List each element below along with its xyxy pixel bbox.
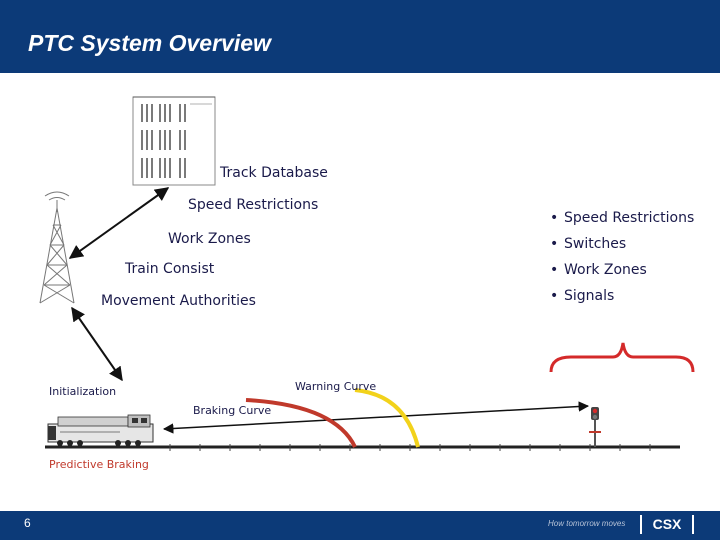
authority-extent-arrow [162,401,590,434]
warning-curve-label: Warning Curve [295,380,377,393]
list-item: Work Zones [548,262,713,278]
list-item: Speed Restrictions [548,210,713,226]
predictive-braking-label: Predictive Braking [49,458,149,471]
footer-bar [0,511,720,540]
tower-database-arrow [68,187,170,259]
railroad-track [45,444,680,451]
page-title: PTC System Overview [28,30,271,56]
braking-curve-label: Braking Curve [193,404,272,417]
tower-train-arrow [71,306,123,382]
header-bar: PTC System Overview [0,0,720,73]
warning-curve [354,388,420,448]
track-database-label: Track Database [220,165,328,181]
bracket-brace [549,342,695,373]
signal-icon [589,407,601,447]
work-zones-label: Work Zones [168,231,251,247]
initialization-label: Initialization [49,385,117,398]
ptc-feature-list: Speed Restrictions Switches Work Zones S… [548,210,713,314]
page-number: 6 [24,516,31,530]
csx-logo: CSX [640,515,694,534]
server-rack-icon [132,96,216,186]
radio-tower-icon [39,191,75,304]
train-consist-label: Train Consist [125,261,215,277]
list-item: Switches [548,236,713,252]
footer-tagline: How tomorrow moves [548,519,626,528]
movement-authorities-label: Movement Authorities [101,293,256,309]
braking-curve [245,398,357,448]
speed-restrictions-label: Speed Restrictions [188,197,319,213]
locomotive-icon [47,414,154,446]
list-item: Signals [548,288,713,304]
